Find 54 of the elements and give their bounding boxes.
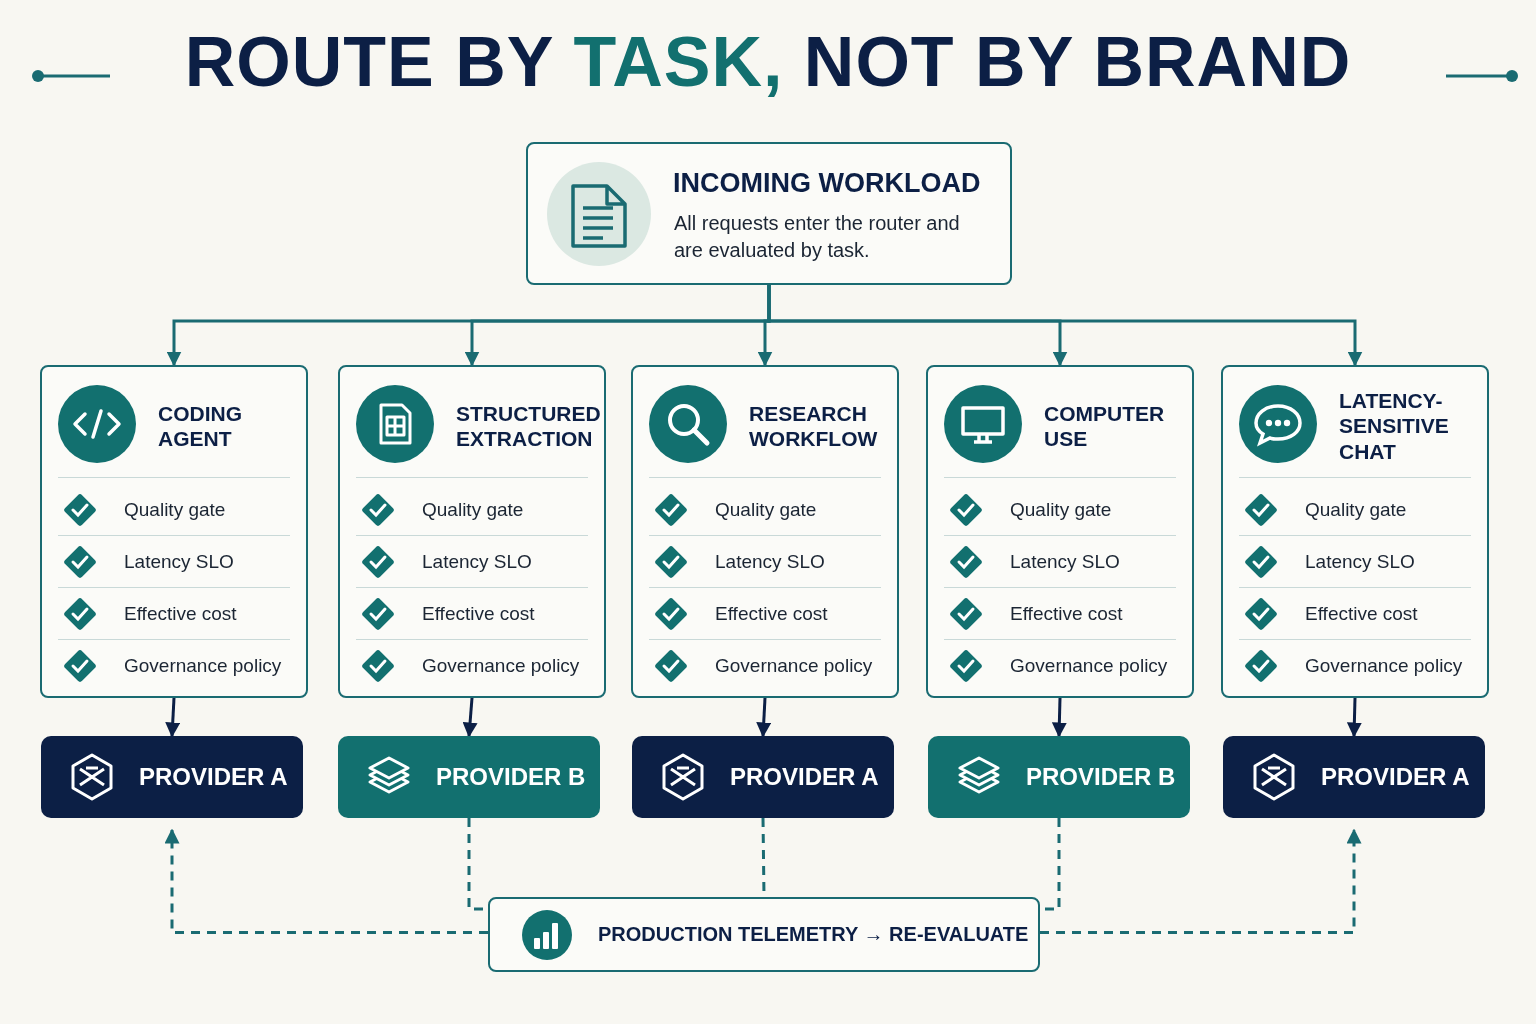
arrow: [1051, 697, 1067, 738]
card-heading: LATENCY-SENSITIVE CHAT: [1339, 388, 1450, 464]
card-heading: RESEARCH WORKFLOW: [749, 400, 879, 452]
feedback-label: PRODUCTION TELEMETRY → RE-EVALUATE: [598, 923, 1029, 946]
criterion-text: Quality gate: [715, 498, 817, 521]
provider-box: [928, 736, 1190, 818]
criterion-text: Effective cost: [422, 602, 535, 625]
title: ROUTE BY TASK, NOT BY BRAND: [183, 22, 1353, 102]
provider-name: PROVIDER B: [1026, 763, 1176, 791]
description: All requests enter the router and are evaluated by task.: [674, 211, 961, 263]
criterion-text: Governance policy: [715, 654, 873, 677]
arrow: [462, 697, 478, 738]
provider-box: [41, 736, 303, 818]
criterion-text: Governance policy: [1010, 654, 1168, 677]
card-heading: CODING AGENT: [158, 400, 243, 452]
criterion-text: Latency SLO: [715, 550, 825, 573]
criterion-text: Quality gate: [1305, 498, 1407, 521]
card-heading: COMPUTER USE: [1044, 400, 1166, 452]
task-card: [631, 365, 899, 698]
task-card: [1221, 365, 1489, 698]
task-card: [40, 365, 308, 698]
criterion-text: Governance policy: [422, 654, 580, 677]
provider-name: PROVIDER B: [436, 763, 586, 791]
provider-box: [1223, 736, 1485, 818]
provider-box: [338, 736, 600, 818]
provider-name: PROVIDER A: [139, 763, 288, 791]
criterion-text: Governance policy: [1305, 654, 1463, 677]
criterion-text: Latency SLO: [422, 550, 532, 573]
criterion-text: Effective cost: [1305, 602, 1418, 625]
criterion-text: Effective cost: [715, 602, 828, 625]
arrow: [756, 697, 772, 738]
card-heading: STRUCTURED EXTRACTION: [456, 400, 602, 452]
task-card: [338, 365, 606, 698]
heading: INCOMING WORKLOAD: [673, 168, 981, 199]
criterion-text: Quality gate: [1010, 498, 1112, 521]
dashed-arrow: [164, 828, 488, 934]
criterion-text: Quality gate: [124, 498, 226, 521]
arrow: [165, 697, 181, 738]
dashed-arrow: [1040, 828, 1362, 934]
provider-box: [632, 736, 894, 818]
criterion-text: Latency SLO: [1010, 550, 1120, 573]
task-card: [926, 365, 1194, 698]
criterion-text: Effective cost: [124, 602, 237, 625]
criterion-text: Effective cost: [1010, 602, 1123, 625]
arrow: [767, 285, 1363, 367]
criterion-text: Quality gate: [422, 498, 524, 521]
criterion-text: Governance policy: [124, 654, 282, 677]
criterion-text: Latency SLO: [1305, 550, 1415, 573]
arrow: [1346, 697, 1362, 738]
criterion-text: Latency SLO: [124, 550, 234, 573]
provider-name: PROVIDER A: [730, 763, 879, 791]
input-box: [526, 142, 1012, 285]
feedback-box: [488, 897, 1040, 972]
provider-name: PROVIDER A: [1321, 763, 1470, 791]
